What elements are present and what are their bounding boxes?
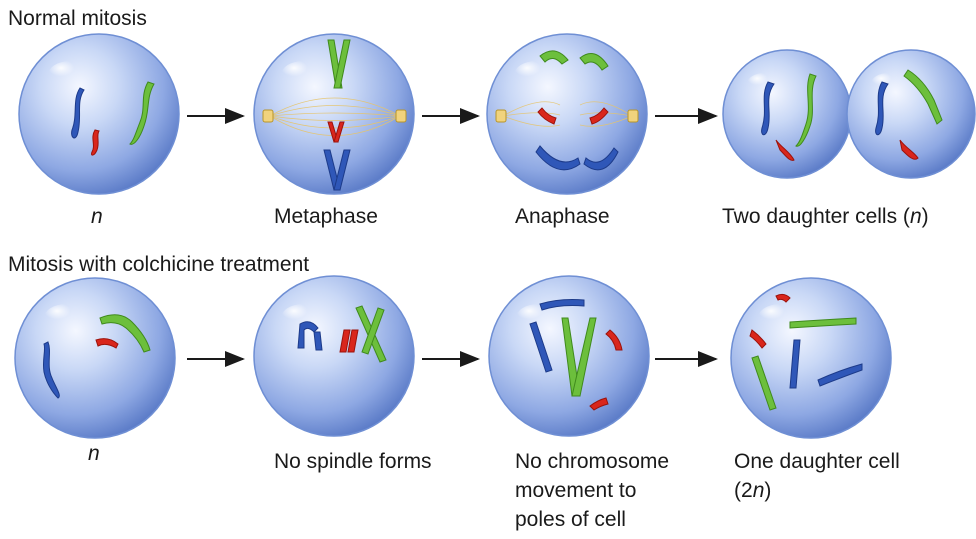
- label-two-daughter-cells: Two daughter cells (n): [722, 204, 929, 229]
- label-one-daughter-2-open: (2: [734, 479, 753, 502]
- label-no-movement-line-3: poles of cell: [515, 508, 626, 531]
- label-one-daughter-line-1: One daughter cell: [734, 450, 900, 473]
- label-two-daughter-cells-n: n: [909, 205, 922, 228]
- label-one-daughter-2-n: n: [752, 479, 765, 502]
- label-no-movement-line-1: No chromosome: [515, 450, 670, 473]
- daughter-cell-2: [846, 49, 976, 179]
- cell-no-movement: [488, 275, 650, 437]
- label-two-daughter-cells-text: Two daughter cells (: [722, 205, 910, 228]
- cell-no-spindle: [253, 275, 415, 437]
- cell-interphase-colchicine: [14, 277, 176, 439]
- daughter-cell-1: [722, 49, 852, 179]
- cell-interphase-normal: [18, 33, 180, 195]
- row-title-normal: Normal mitosis: [8, 7, 147, 30]
- label-metaphase: Metaphase: [274, 205, 378, 228]
- cell-polyploid: [730, 277, 892, 439]
- label-two-daughter-cells-close: ): [921, 205, 929, 228]
- label-n-colchicine: n: [88, 442, 100, 465]
- label-anaphase: Anaphase: [515, 205, 610, 228]
- label-one-daughter-line-2: (2n): [734, 478, 771, 503]
- label-n-normal: n: [91, 205, 103, 228]
- label-no-spindle: No spindle forms: [274, 450, 432, 473]
- label-no-movement-line-2: movement to: [515, 479, 637, 502]
- label-one-daughter-2-close: ): [764, 479, 772, 502]
- spindle-fibers-anaphase: [502, 101, 633, 127]
- row-title-colchicine: Mitosis with colchicine treatment: [8, 253, 310, 276]
- cell-metaphase: [253, 33, 415, 195]
- cell-anaphase: [486, 33, 648, 195]
